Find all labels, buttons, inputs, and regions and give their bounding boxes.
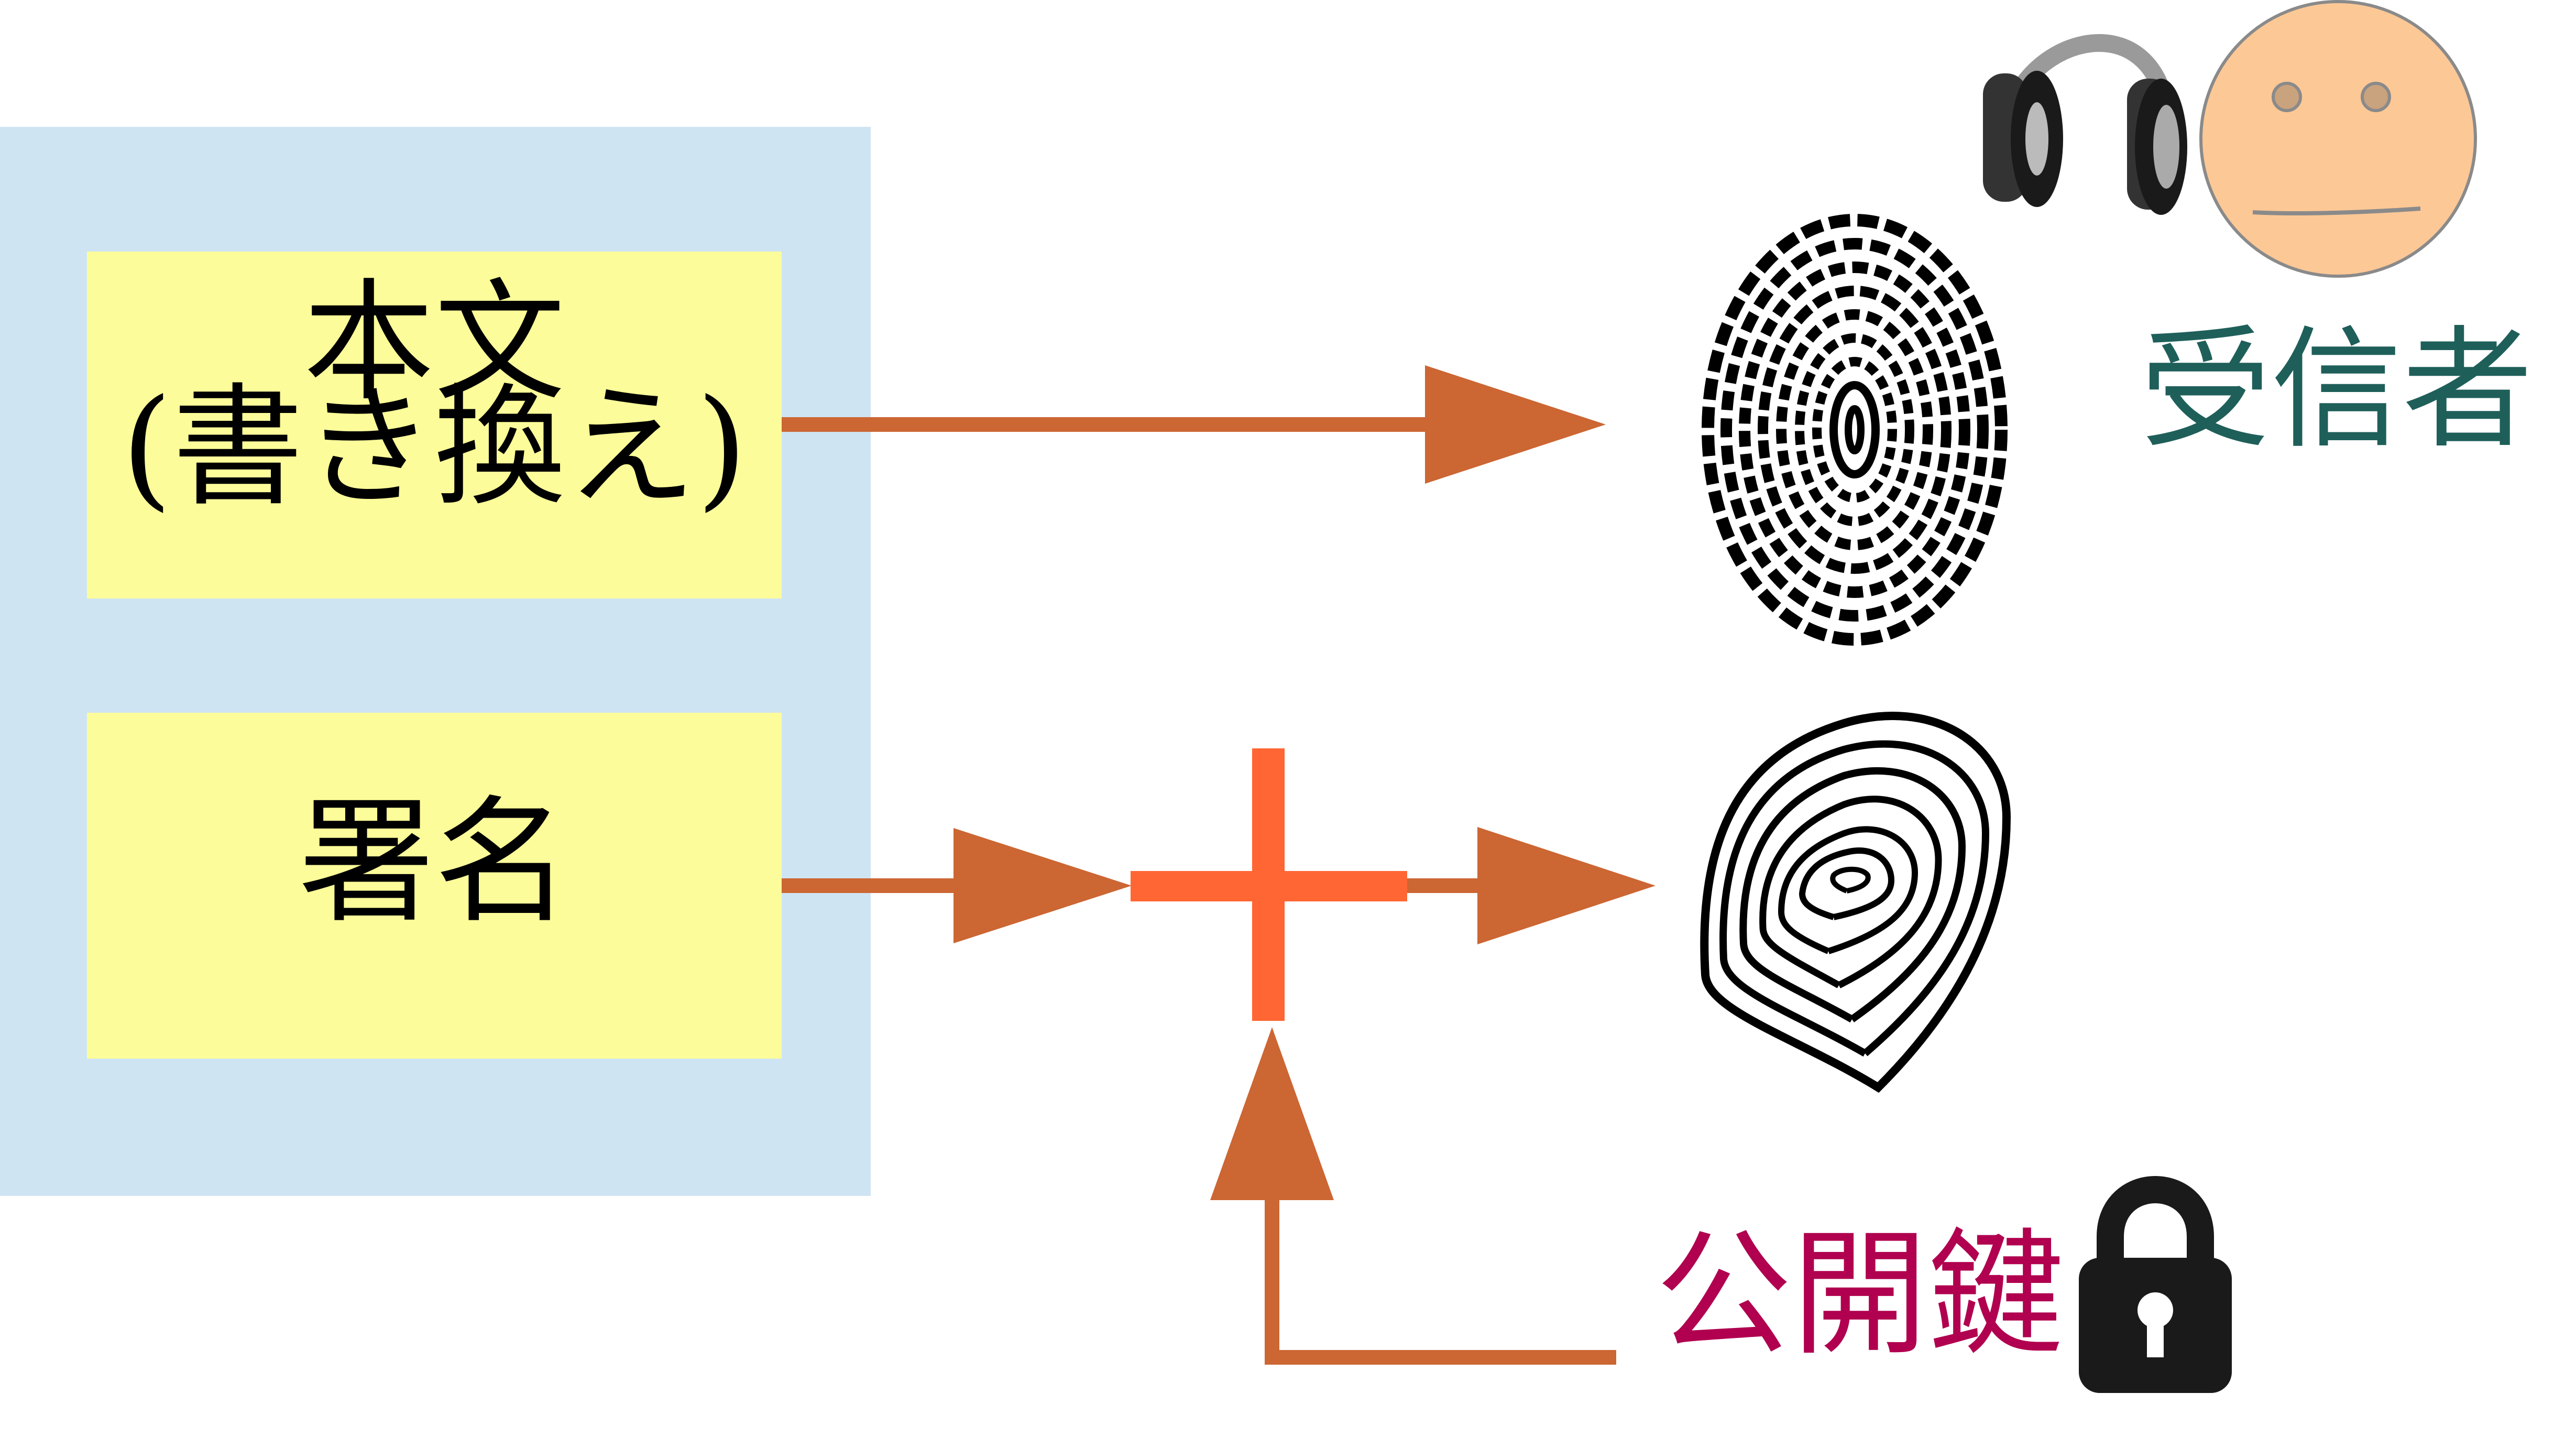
receiver-label: 受信者 (2140, 313, 2533, 466)
body-box (87, 252, 782, 598)
public-key-label: 公開鍵 (1656, 1216, 2064, 1374)
fingerprint-icon (1700, 712, 2011, 1093)
arrow-signature-to-operator (782, 828, 1132, 943)
body-title: 本文 (303, 266, 565, 419)
arrow-body-to-hash (782, 365, 1606, 484)
arrow-operator-to-decrypted (1407, 827, 1656, 944)
arrow-key-to-operator (1210, 1027, 1616, 1365)
face-icon (2199, 0, 2477, 278)
fingerprint-icon (1702, 214, 2008, 646)
operator-plus (1131, 748, 1407, 1021)
signature-label: 署名 (298, 783, 571, 942)
signature-box (87, 713, 782, 1059)
padlock-icon (2079, 1176, 2232, 1393)
headphones-icon (1983, 34, 2187, 215)
body-subtitle: (書き換え) (121, 371, 747, 524)
